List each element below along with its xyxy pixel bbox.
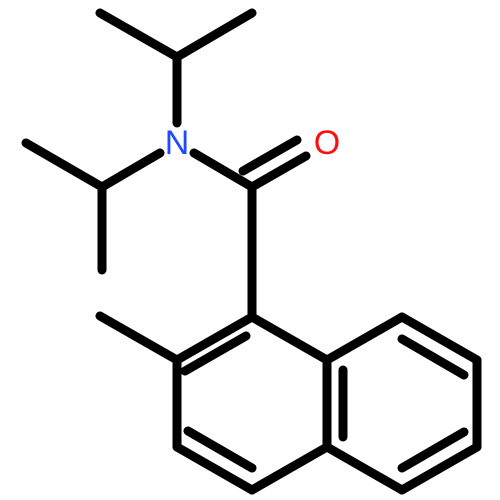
bond-ch-methyl-1b — [172, 8, 257, 62]
bond-ring-methyl — [95, 311, 182, 365]
bond-ring-c8-c7-inner — [397, 334, 469, 380]
bond-ring-c5-c4a — [322, 442, 407, 495]
bond-ring-c1-c2 — [172, 312, 257, 365]
bond-ring-c8a-c1 — [247, 312, 332, 365]
bond-ring-c6-c5-inner — [397, 427, 469, 473]
bond-ring-c1-c2-inner — [180, 331, 251, 376]
bond-ring-c6-c5 — [397, 442, 482, 495]
bond-n-ch-lower — [97, 148, 165, 192]
bond-ring-c8a-c8 — [322, 312, 407, 365]
bond-carbonyl-o-2 — [238, 135, 302, 176]
nitrogen-atom-label: N — [165, 124, 190, 162]
bond-ring-c3-c4 — [172, 442, 257, 495]
bond-n-carbonyl — [189, 148, 257, 192]
bond-ch-methyl-1a — [95, 8, 182, 62]
bond-ring-c8-c7 — [397, 312, 482, 365]
oxygen-atom-label: O — [314, 124, 340, 162]
bond-ring-c4-c4a — [247, 442, 332, 495]
bond-carbonyl-o-1 — [247, 151, 311, 192]
bond-ring-c3-c4-inner — [183, 426, 257, 473]
bond-ch-methyl-2a — [21, 138, 107, 192]
